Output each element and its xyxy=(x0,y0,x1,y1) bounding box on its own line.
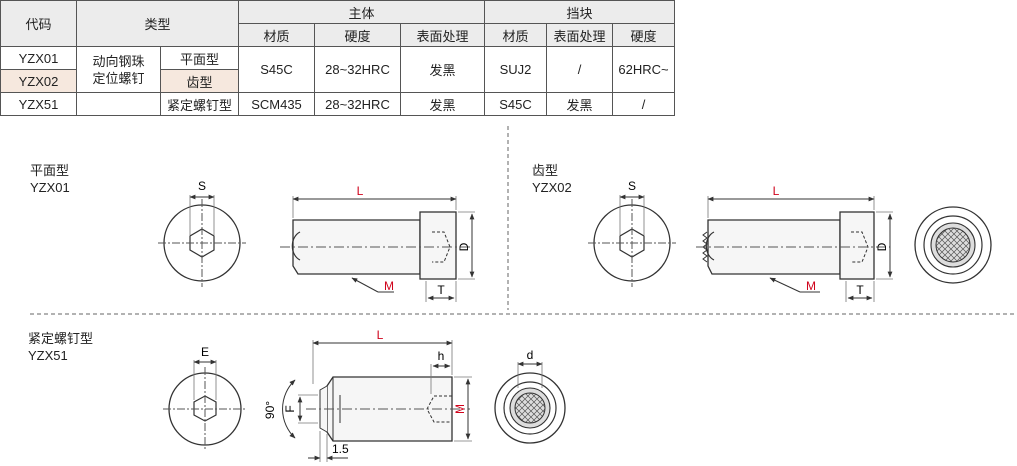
section-label-tooth: 齿型 YZX02 xyxy=(532,162,572,196)
section-code: YZX51 xyxy=(28,348,68,363)
subtype-cell: 平面型 xyxy=(160,46,239,70)
group-type-cell: 动向钢珠 定位螺钉 xyxy=(76,46,161,93)
dim-l-label: L xyxy=(377,328,384,342)
header-hardness: 硬度 xyxy=(314,23,401,47)
group-type-cell-empty xyxy=(76,92,161,116)
dim-h-label: h xyxy=(438,349,445,363)
stopper-hardness-cell: 62HRC~ xyxy=(612,46,675,93)
table-row: YZX51 紧定螺钉型 SCM435 28~32HRC 发黑 S45C 发黑 / xyxy=(0,92,675,116)
hardness-cell: 28~32HRC xyxy=(314,46,401,93)
dim-d-label: D xyxy=(457,242,471,251)
tooth-knurl-view xyxy=(914,206,992,284)
flat-side-view: L D T M xyxy=(280,184,475,302)
setscrew-knurl-view: d xyxy=(494,348,566,444)
setscrew-side-view: L h M F 90° 1.5 xyxy=(263,328,472,462)
subtype-cell: 紧定螺钉型 xyxy=(160,92,239,116)
setscrew-end-view: E xyxy=(163,345,247,451)
dim-l-label: L xyxy=(357,184,364,198)
code-cell: YZX01 xyxy=(0,46,77,70)
dim-m-label: M xyxy=(806,279,816,293)
header-material: 材质 xyxy=(238,23,315,47)
section-name: 紧定螺钉型 xyxy=(28,331,94,346)
table-row: YZX02 齿型 xyxy=(0,69,675,93)
section-label-flat: 平面型 YZX01 xyxy=(30,162,70,196)
dim-l-label: L xyxy=(773,184,780,198)
header-stopper-material: 材质 xyxy=(484,23,547,47)
dim-angle-label: 90° xyxy=(263,401,277,419)
tooth-end-view: S xyxy=(588,179,676,287)
stopper-material-cell: S45C xyxy=(484,92,547,116)
group-type-line2: 定位螺钉 xyxy=(92,70,145,86)
flat-end-view: S xyxy=(158,179,246,287)
dim-len-label: 1.5 xyxy=(332,442,349,456)
group-type-line1: 动向钢珠 xyxy=(92,53,145,69)
dim-t-label: T xyxy=(437,283,445,297)
dim-m-label: M xyxy=(453,404,467,414)
section-code: YZX02 xyxy=(532,180,572,195)
dim-e-label: E xyxy=(201,345,209,359)
dim-m-label: M xyxy=(384,279,394,293)
material-cell: S45C xyxy=(238,46,315,93)
header-code: 代码 xyxy=(0,0,77,47)
subtype-cell: 齿型 xyxy=(160,69,239,93)
section-name: 齿型 xyxy=(532,163,559,178)
stopper-hardness-cell: / xyxy=(612,92,675,116)
dim-f-label: F xyxy=(283,405,297,412)
dim-d-small-label: d xyxy=(527,348,534,362)
spec-table: 代码 类型 主体 挡块 材质 硬度 表面处理 材质 表面处理 硬度 YZX01 … xyxy=(0,0,675,116)
hardness-cell: 28~32HRC xyxy=(314,92,401,116)
header-main-body: 主体 xyxy=(238,0,485,24)
section-label-setscrew: 紧定螺钉型 YZX51 xyxy=(28,330,93,364)
header-surface: 表面处理 xyxy=(400,23,485,47)
dim-d-label: D xyxy=(875,242,889,251)
header-stopper: 挡块 xyxy=(484,0,675,24)
stopper-material-cell: SUJ2 xyxy=(484,46,547,93)
code-cell: YZX51 xyxy=(0,92,77,116)
dim-s-label: S xyxy=(628,179,636,193)
code-cell: YZX02 xyxy=(0,69,77,93)
tooth-side-view: L D T M xyxy=(696,184,893,302)
material-cell: SCM435 xyxy=(238,92,315,116)
table-row: YZX01 动向钢珠 定位螺钉 平面型 S45C 28~32HRC 发黑 SUJ… xyxy=(0,46,675,93)
section-name: 平面型 xyxy=(30,163,70,178)
section-code: YZX01 xyxy=(30,180,70,195)
dim-t-label: T xyxy=(856,283,864,297)
header-stopper-surface: 表面处理 xyxy=(546,23,613,47)
dim-s-label: S xyxy=(198,179,206,193)
header-stopper-hardness: 硬度 xyxy=(612,23,675,47)
